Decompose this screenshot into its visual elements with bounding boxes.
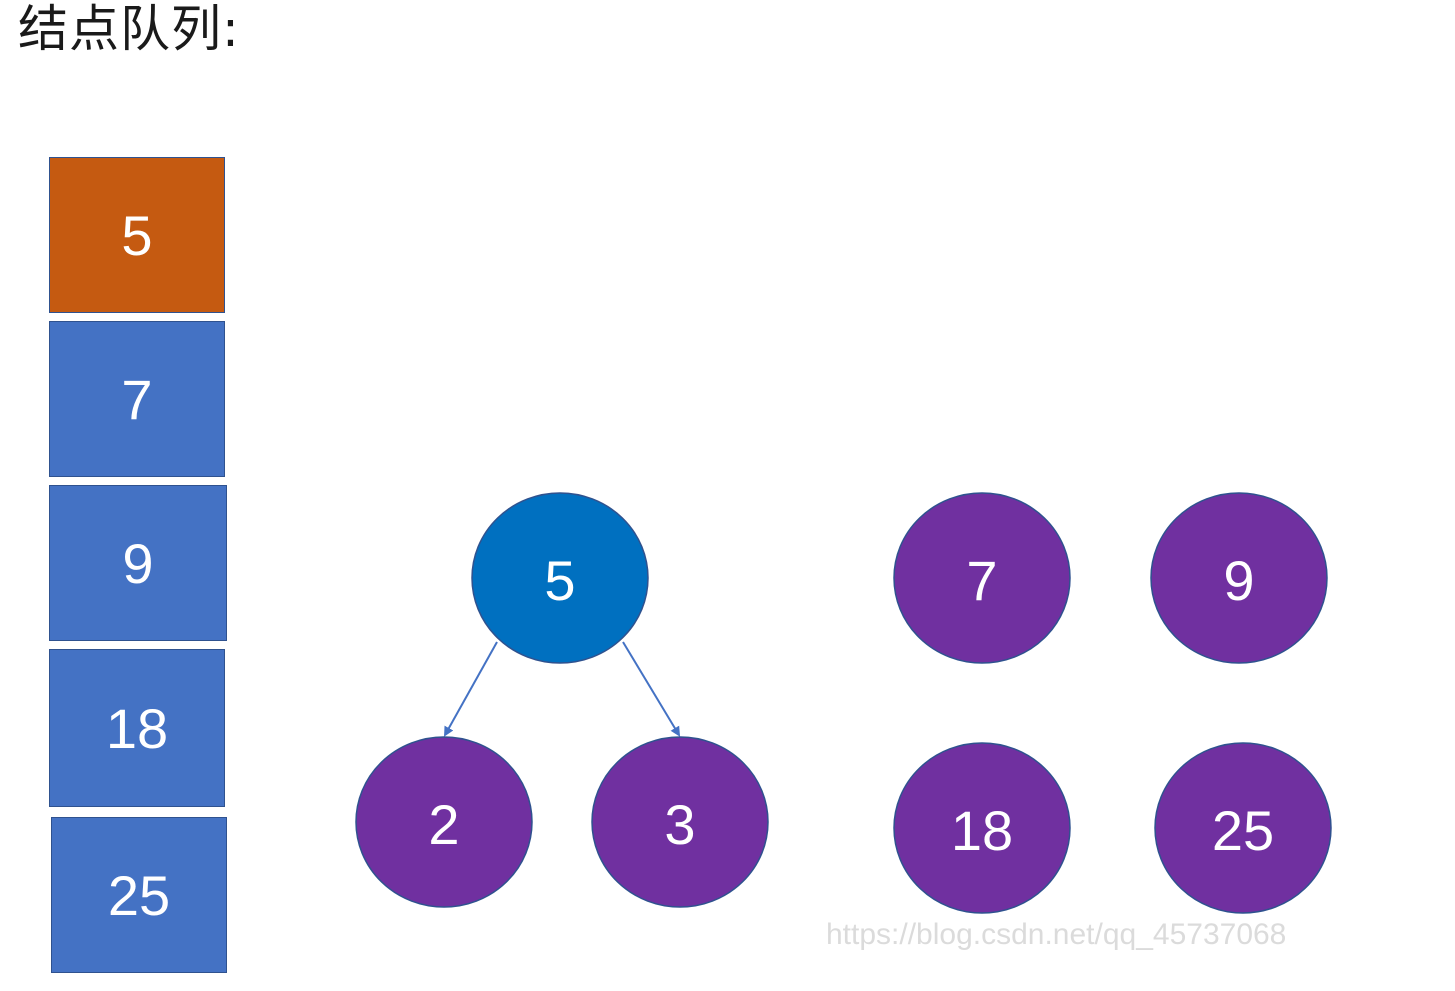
pending-node-label: 7	[966, 549, 997, 612]
queue-item: 7	[49, 321, 225, 477]
tree-child-label: 2	[428, 793, 459, 856]
watermark-url: https://blog.csdn.net/qq_45737068	[826, 918, 1287, 951]
edge-root-to-left-child	[444, 641, 498, 737]
pending-node: 7	[893, 492, 1071, 664]
tree-child-node: 2	[355, 736, 533, 908]
tree-root-node: 5	[471, 492, 649, 664]
queue-item: 18	[49, 649, 225, 807]
pending-node: 9	[1150, 492, 1328, 664]
pending-node-label: 9	[1223, 549, 1254, 612]
tree-child-label: 3	[664, 793, 695, 856]
tree-root-label: 5	[544, 549, 575, 612]
queue-title: 结点队列:	[18, 0, 240, 58]
pending-node: 18	[893, 742, 1071, 914]
queue-item: 9	[49, 485, 227, 641]
queue-item: 25	[51, 817, 227, 973]
tree-child-node: 3	[591, 736, 769, 908]
queue-item-head: 5	[49, 157, 225, 313]
pending-node-label: 25	[1212, 799, 1274, 862]
edge-root-to-right-child	[622, 641, 681, 737]
pending-node: 25	[1154, 742, 1332, 914]
pending-node-label: 18	[951, 799, 1013, 862]
